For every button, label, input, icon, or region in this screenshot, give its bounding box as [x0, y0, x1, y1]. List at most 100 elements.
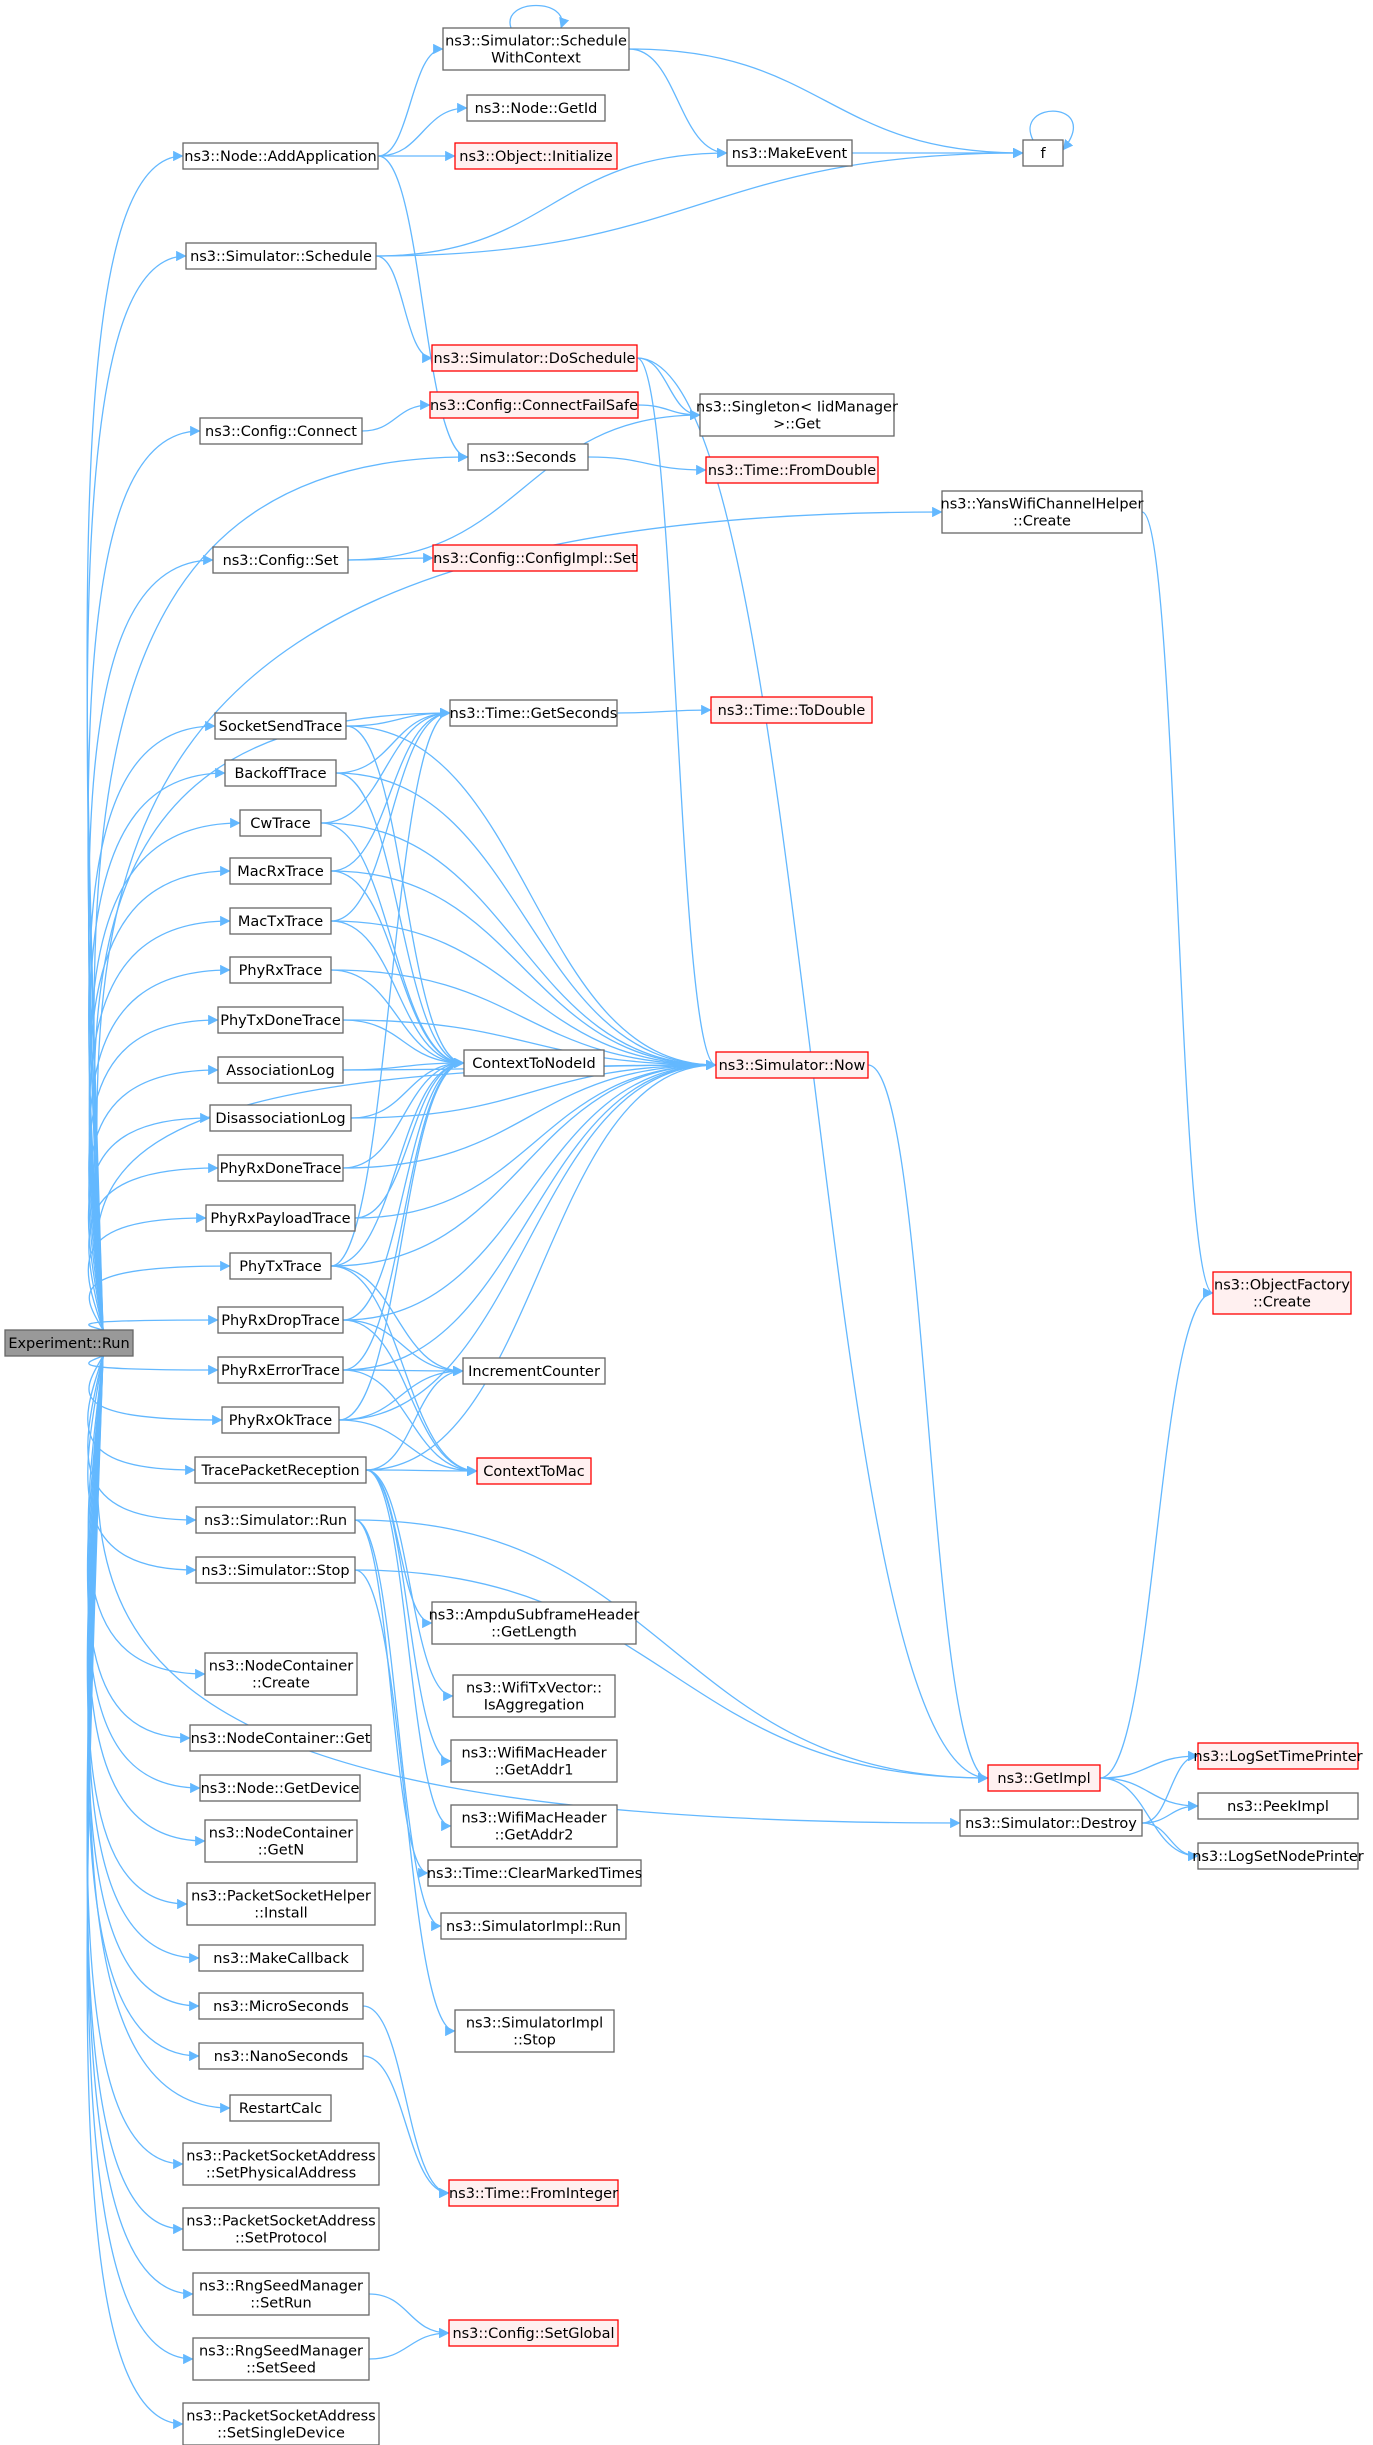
- node-ampdu[interactable]: ns3::AmpduSubframeHeader::GetLength: [429, 1601, 640, 1645]
- node-macrx[interactable]: MacRxTrace: [229, 857, 332, 885]
- node-makeevent[interactable]: ns3::MakeEvent: [726, 139, 853, 167]
- node-implstop[interactable]: ns3::SimulatorImpl::Stop: [454, 2009, 615, 2053]
- node-todouble[interactable]: ns3::Time::ToDouble: [710, 696, 873, 724]
- edge-mactx-to-getsec: [330, 707, 451, 922]
- edge-run-to-connect: [87, 425, 201, 1331]
- node-label: ns3::PacketSocketAddress: [186, 2409, 375, 2425]
- node-ncgetn[interactable]: ns3::NodeContainer::GetN: [204, 1819, 358, 1863]
- edge-tpr-to-ctm: [365, 1465, 478, 1477]
- node-f[interactable]: f: [1022, 139, 1064, 167]
- node-disassoc[interactable]: DisassociationLog: [209, 1104, 352, 1132]
- node-setseed[interactable]: ns3::RngSeedManager::SetSeed: [192, 2337, 370, 2381]
- node-simstop[interactable]: ns3::Simulator::Stop: [195, 1556, 356, 1584]
- edge-phyrxok-to-inc: [338, 1365, 464, 1421]
- node-cw[interactable]: CwTrace: [239, 809, 322, 837]
- node-ncget[interactable]: ns3::NodeContainer::Get: [189, 1724, 372, 1752]
- edge-phyrxpay-to-now: [354, 1059, 717, 1219]
- node-implrun[interactable]: ns3::SimulatorImpl::Run: [440, 1912, 627, 1940]
- edge-cw-to-ctn: [320, 822, 465, 1069]
- node-setrun[interactable]: ns3::RngSeedManager::SetRun: [192, 2272, 370, 2316]
- node-phyrxerr[interactable]: PhyRxErrorTrace: [217, 1356, 344, 1384]
- node-micro[interactable]: ns3::MicroSeconds: [198, 1992, 364, 2020]
- edge-run-to-phyrxpay: [87, 1212, 207, 1331]
- node-cfgimplset[interactable]: ns3::Config::ConfigImpl::Set: [432, 544, 638, 572]
- node-nano[interactable]: ns3::NanoSeconds: [198, 2042, 364, 2070]
- node-label: ns3::Node::GetId: [475, 101, 598, 117]
- node-sst[interactable]: SocketSendTrace: [214, 712, 347, 740]
- node-lognode[interactable]: ns3::LogSetNodePrinter: [1192, 1842, 1364, 1870]
- node-psinstall[interactable]: ns3::PacketSocketHelper::Install: [186, 1882, 376, 1926]
- node-label: PhyRxDoneTrace: [220, 1161, 342, 1177]
- edge-run-to-setproto: [86, 1355, 184, 2235]
- node-objinit[interactable]: ns3::Object::Initialize: [454, 142, 618, 170]
- node-simrun[interactable]: ns3::Simulator::Run: [195, 1506, 356, 1534]
- node-schedule[interactable]: ns3::Simulator::Schedule: [185, 242, 377, 270]
- node-addr1[interactable]: ns3::WifiMacHeader::GetAddr1: [450, 1739, 618, 1783]
- node-phyrxok[interactable]: PhyRxOkTrace: [221, 1406, 340, 1434]
- node-setglobal[interactable]: ns3::Config::SetGlobal: [448, 2319, 619, 2347]
- node-box: [182, 142, 379, 170]
- node-cfgset[interactable]: ns3::Config::Set: [212, 546, 349, 574]
- node-simdestroy[interactable]: ns3::Simulator::Destroy: [959, 1809, 1143, 1837]
- node-seconds[interactable]: ns3::Seconds: [467, 443, 589, 471]
- edge-phyrxpay-to-ctn: [354, 1057, 465, 1219]
- node-objfact[interactable]: ns3::ObjectFactory::Create: [1212, 1271, 1352, 1315]
- node-getimpl[interactable]: ns3::GetImpl: [987, 1764, 1101, 1792]
- node-tpr[interactable]: TracePacketReception: [194, 1456, 367, 1484]
- node-label: ns3::LogSetTimePrinter: [1193, 1749, 1362, 1765]
- node-fromint[interactable]: ns3::Time::FromInteger: [448, 2179, 619, 2207]
- node-box: [467, 443, 589, 471]
- node-box: [1197, 1792, 1359, 1820]
- node-wifitx[interactable]: ns3::WifiTxVector::IsAggregation: [452, 1674, 616, 1718]
- node-phyrxpay[interactable]: PhyRxPayloadTrace: [205, 1204, 356, 1232]
- node-label: ns3::Simulator::DoSchedule: [434, 351, 636, 367]
- node-phyrx[interactable]: PhyRxTrace: [229, 956, 332, 984]
- node-ctm[interactable]: ContextToMac: [476, 1457, 592, 1485]
- node-makecb[interactable]: ns3::MakeCallback: [198, 1944, 364, 1972]
- node-inc[interactable]: IncrementCounter: [462, 1357, 606, 1385]
- node-restart[interactable]: RestartCalc: [229, 2094, 332, 2122]
- node-box: [442, 27, 630, 71]
- node-label: ::GetAddr2: [495, 1828, 574, 1844]
- node-setproto[interactable]: ns3::PacketSocketAddress::SetProtocol: [182, 2207, 380, 2251]
- node-peek[interactable]: ns3::PeekImpl: [1197, 1792, 1359, 1820]
- node-setsingle[interactable]: ns3::PacketSocketAddress::SetSingleDevic…: [182, 2402, 380, 2445]
- node-connect[interactable]: ns3::Config::Connect: [199, 417, 363, 445]
- node-label: ::Create: [1013, 514, 1071, 530]
- node-clearmarked[interactable]: ns3::Time::ClearMarkedTimes: [427, 1859, 642, 1887]
- edge-tpr-to-ampdu: [365, 1469, 433, 1629]
- node-phyrxdone[interactable]: PhyRxDoneTrace: [217, 1154, 344, 1182]
- node-box: [448, 2319, 619, 2347]
- node-label: f: [1040, 146, 1046, 162]
- node-phyrxdrop[interactable]: PhyRxDropTrace: [217, 1306, 344, 1334]
- node-addapp[interactable]: ns3::Node::AddApplication: [182, 142, 379, 170]
- node-boff[interactable]: BackoffTrace: [224, 759, 337, 787]
- node-box: [715, 1051, 869, 1079]
- node-dosched[interactable]: ns3::Simulator::DoSchedule: [431, 344, 638, 372]
- node-mactx[interactable]: MacTxTrace: [229, 907, 332, 935]
- node-ctn[interactable]: ContextToNodeId: [463, 1049, 605, 1077]
- edge-macrx-to-getsec: [330, 707, 451, 872]
- node-phytx[interactable]: PhyTxTrace: [229, 1252, 332, 1280]
- edge-phyrxok-to-ctn: [338, 1057, 465, 1421]
- node-label: ns3::WifiTxVector::: [466, 1681, 602, 1697]
- node-fromdouble[interactable]: ns3::Time::FromDouble: [705, 456, 879, 484]
- node-logtime[interactable]: ns3::LogSetTimePrinter: [1193, 1742, 1363, 1770]
- node-label: ns3::NodeContainer: [209, 1659, 353, 1675]
- node-setphys[interactable]: ns3::PacketSocketAddress::SetPhysicalAdd…: [182, 2142, 380, 2186]
- node-getsec[interactable]: ns3::Time::GetSeconds: [449, 699, 618, 727]
- node-phytxdone[interactable]: PhyTxDoneTrace: [217, 1006, 344, 1034]
- node-addr2[interactable]: ns3::WifiMacHeader::GetAddr2: [450, 1804, 618, 1848]
- node-box: [440, 1912, 627, 1940]
- node-yans[interactable]: ns3::YansWifiChannelHelper::Create: [941, 490, 1144, 534]
- node-getid[interactable]: ns3::Node::GetId: [466, 94, 606, 122]
- edge-getimpl-to-lognode: [1099, 1777, 1199, 1862]
- node-getdev[interactable]: ns3::Node::GetDevice: [199, 1774, 361, 1802]
- node-connectfs[interactable]: ns3::Config::ConnectFailSafe: [429, 391, 639, 419]
- node-singleton[interactable]: ns3::Singleton< IidManager>::Get: [696, 393, 898, 437]
- node-now[interactable]: ns3::Simulator::Now: [715, 1051, 869, 1079]
- node-assoc[interactable]: AssociationLog: [217, 1056, 344, 1084]
- node-run[interactable]: Experiment::Run: [4, 1329, 134, 1357]
- node-nccreate[interactable]: ns3::NodeContainer::Create: [204, 1652, 358, 1696]
